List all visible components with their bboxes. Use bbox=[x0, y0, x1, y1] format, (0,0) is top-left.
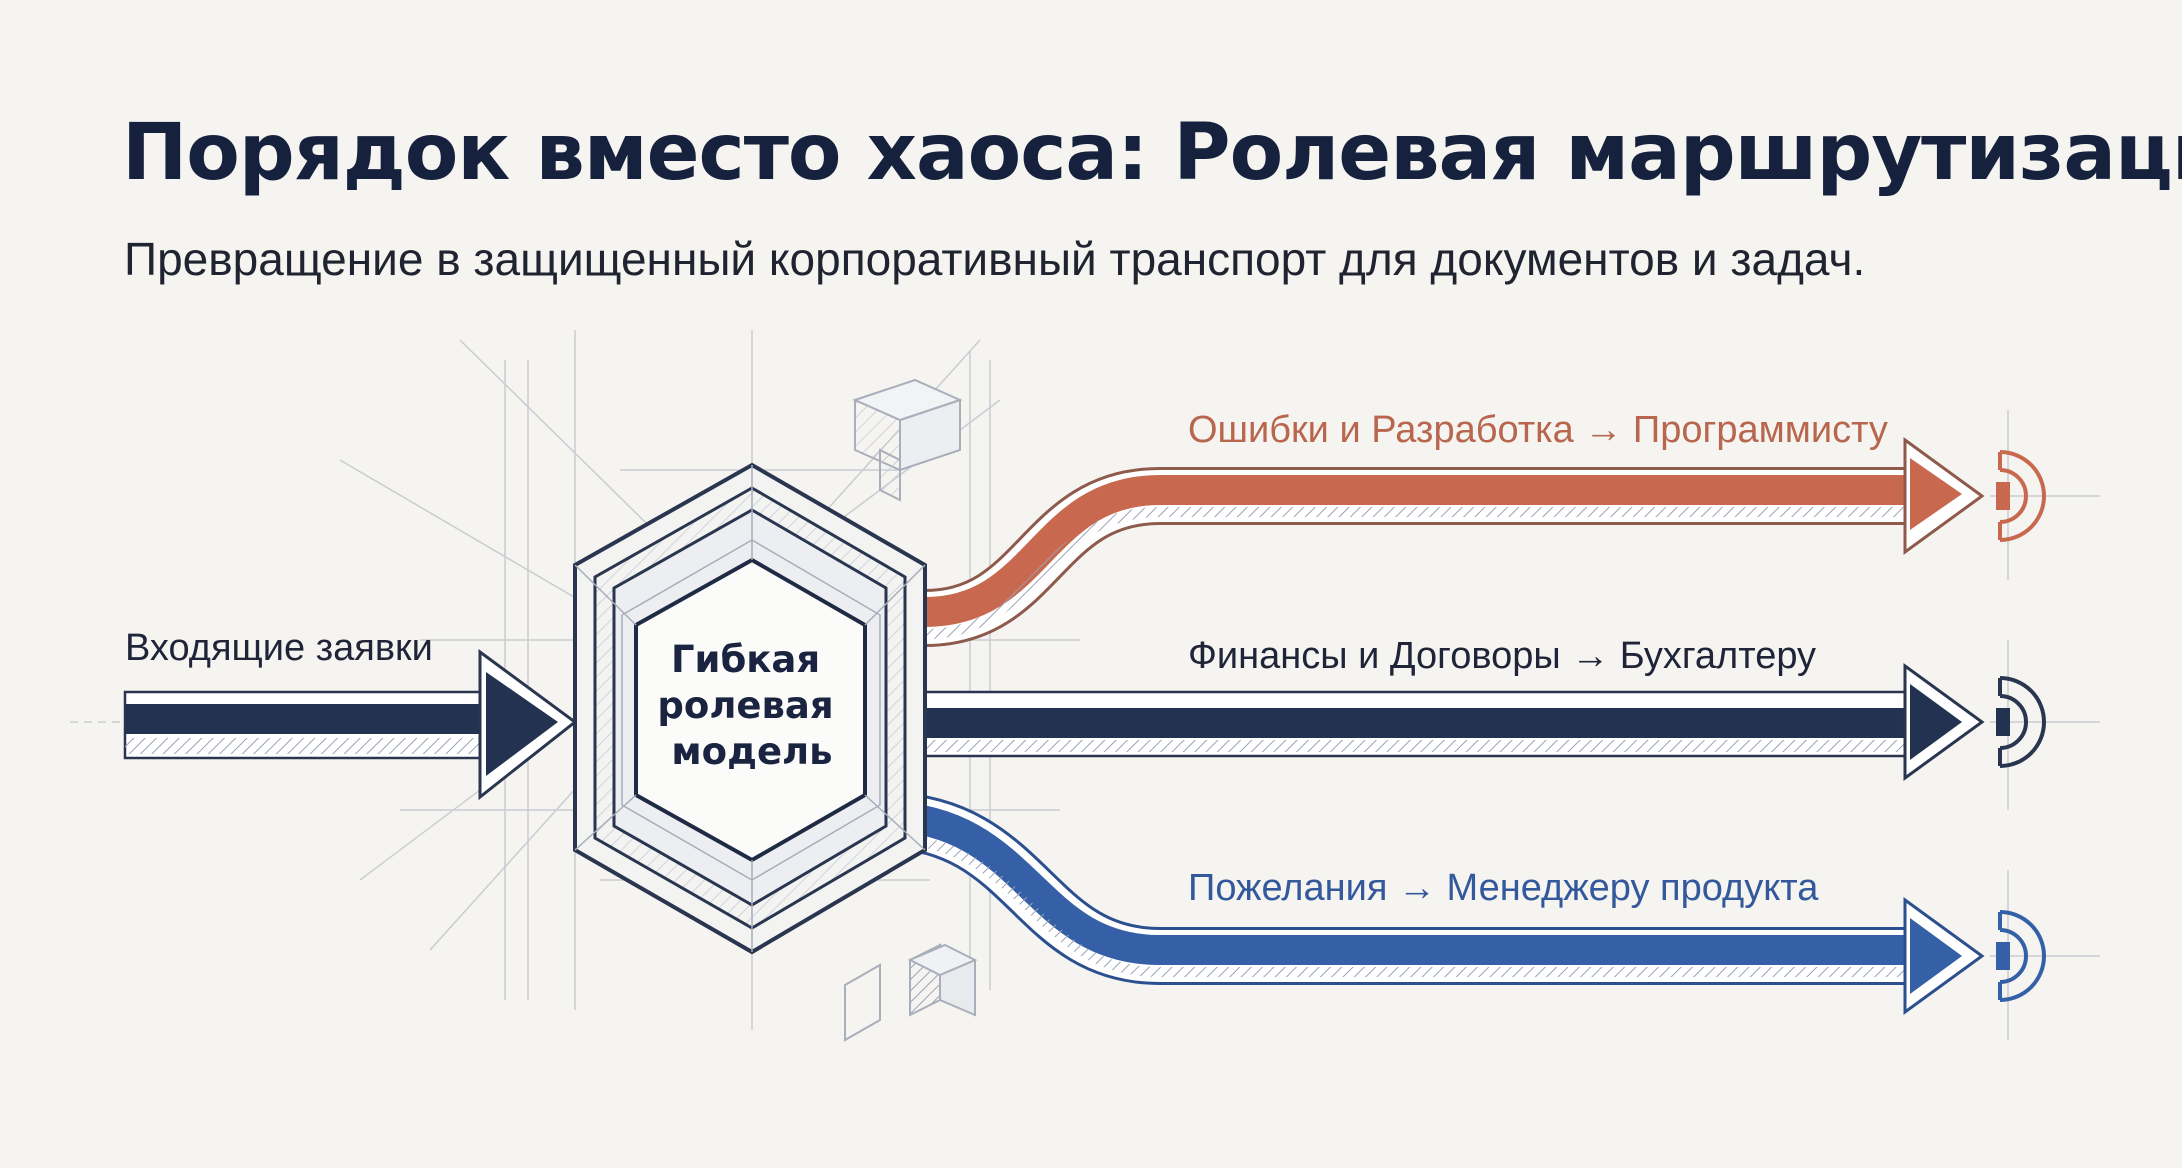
hub-hexagon bbox=[573, 462, 927, 955]
target-icon bbox=[1996, 910, 2046, 1002]
route-label-development: Ошибки и Разработка → Программисту bbox=[1188, 409, 1888, 451]
page-subtitle: Превращение в защищенный корпоративный т… bbox=[124, 233, 1866, 285]
decor-box-top bbox=[852, 378, 963, 502]
incoming-arrow bbox=[123, 649, 578, 801]
target-icon bbox=[1996, 450, 2046, 542]
route-arrow-wishes bbox=[879, 791, 1985, 1015]
hub-label-line-3: модель bbox=[671, 730, 832, 773]
target-icon bbox=[1996, 676, 2046, 768]
hub-label-line-2: ролевая bbox=[657, 684, 833, 727]
hub-label: Гибкая ролевая модель bbox=[657, 638, 846, 773]
route-arrow-development bbox=[923, 437, 1985, 647]
incoming-label: Входящие заявки bbox=[125, 627, 433, 669]
route-label-finance: Финансы и Договоры → Бухгалтеру bbox=[1188, 635, 1816, 677]
decor-box-bottom bbox=[844, 943, 978, 1042]
hub-label-line-1: Гибкая bbox=[671, 638, 820, 681]
route-arrow-finance bbox=[923, 663, 1985, 781]
page-title: Порядок вместо хаоса: Ролевая маршрутиза… bbox=[122, 108, 2182, 198]
route-label-wishes: Пожелания → Менеджеру продукта bbox=[1188, 867, 1819, 909]
